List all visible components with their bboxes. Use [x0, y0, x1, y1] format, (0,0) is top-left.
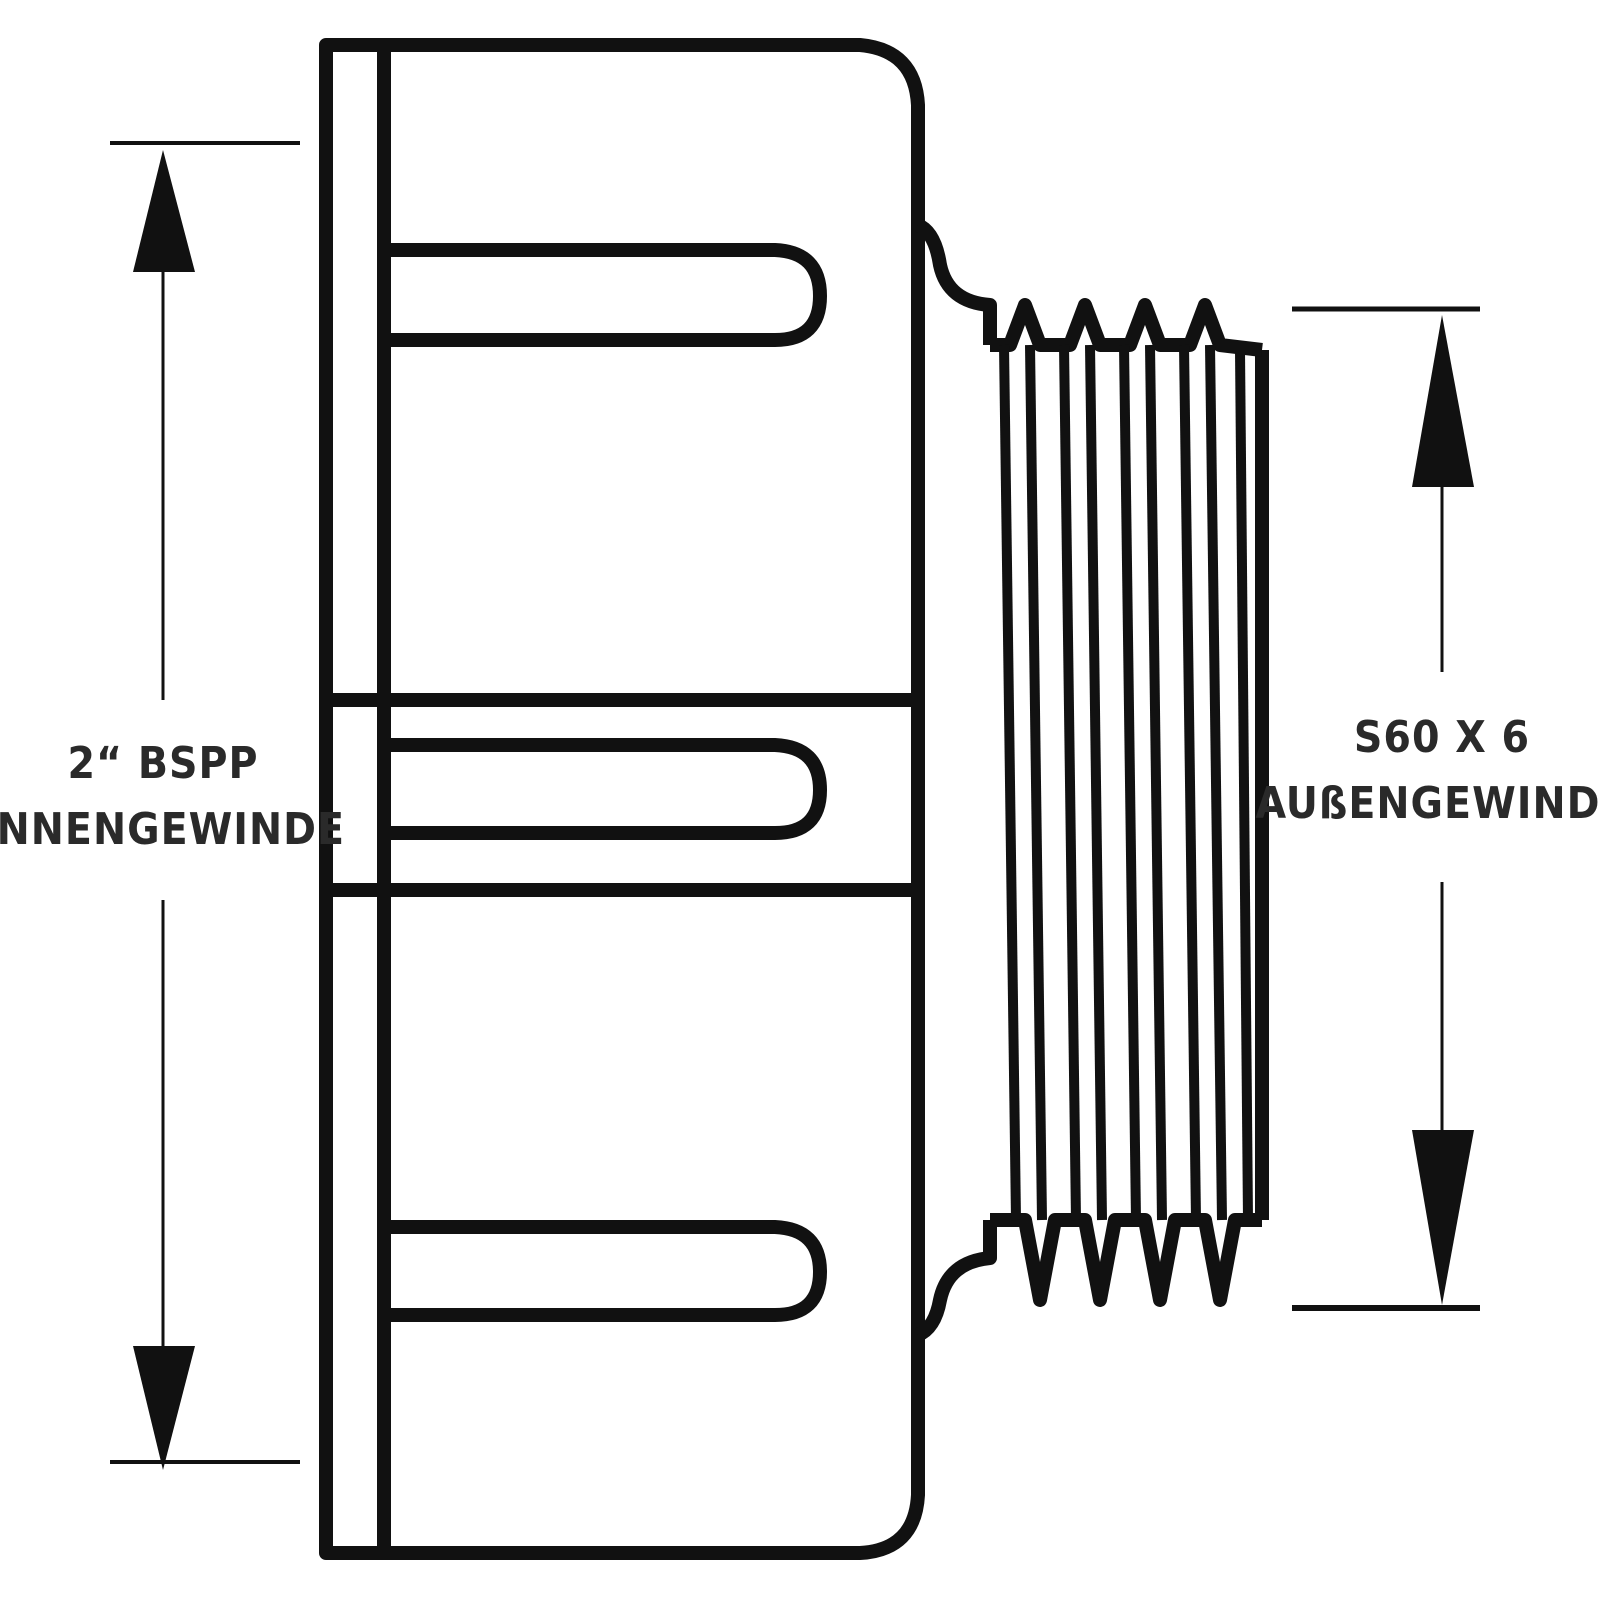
right-dim-arrow-up [1412, 315, 1474, 487]
right-dimension [1292, 306, 1480, 1311]
left-dim-arrow-up [133, 150, 195, 272]
nut-outline [319, 38, 925, 1560]
left-dimension-label-line2: INNENGEWINDE [0, 804, 345, 855]
grip-rib-middle [384, 738, 827, 840]
grip-ribs [384, 243, 827, 1322]
grip-rib-bottom [384, 1220, 827, 1322]
thread-crests-bottom [990, 1213, 1262, 1307]
right-dim-arrow-down [1412, 1130, 1474, 1305]
left-dimension [110, 141, 300, 1470]
thread-crests-top [990, 298, 1263, 357]
nut-middle-band [326, 693, 918, 897]
threaded-spigot [914, 218, 1269, 1342]
neck-bottom [914, 1220, 997, 1342]
right-dimension-label-line2: AUßENGEWINDE [1255, 778, 1600, 829]
neck-top [914, 218, 997, 345]
thread-flanks [999, 344, 1253, 1221]
left-dimension-label-line1: 2“ BSPP [67, 738, 258, 789]
nut-body [319, 38, 925, 1560]
left-dim-arrow-down [133, 1346, 195, 1470]
right-dimension-label-line1: S60 X 6 [1354, 712, 1530, 763]
grip-rib-top [384, 243, 827, 347]
